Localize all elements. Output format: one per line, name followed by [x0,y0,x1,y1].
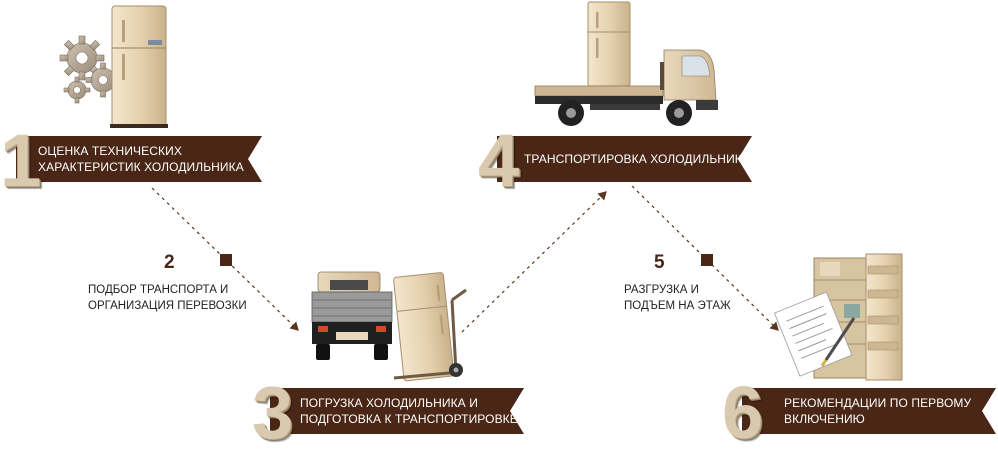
step-5-line-2: ПОДЪЕМ НА ЭТАЖ [624,300,731,312]
step-1-line-2: ХАРАКТЕРИСТИК ХОЛОДИЛЬНИКА [38,160,244,174]
truck-rear-and-hand-truck-fridge-icon [311,271,467,382]
ribbon-1 [16,136,262,182]
step-label-2: ПОДБОР ТРАНСПОРТА И ОРГАНИЗАЦИЯ ПЕРЕВОЗК… [88,282,247,314]
connector-3-4 [461,191,607,333]
step-6-line-1: РЕКОМЕНДАЦИИ ПО ПЕРВОМУ [784,396,972,410]
ribbon-3 [270,388,524,434]
step-number-3: 3 [252,371,294,454]
step-5-line-1: РАЗГРУЗКА И [624,284,699,296]
marker-square-5 [701,254,713,266]
fridge-with-gears-icon [59,5,168,128]
step-number-5: 5 [654,252,665,273]
step-1-line-1: ОЦЕНКА ТЕХНИЧЕСКИХ [38,144,182,158]
open-fridge-with-document-icon [773,253,903,381]
ribbon-6 [742,388,996,434]
step-4-line-1: ТРАНСПОРТИРОВКА ХОЛОДИЛЬНИКА [524,152,750,166]
step-3-line-1: ПОГРУЗКА ХОЛОДИЛЬНИКА И [300,396,478,410]
ribbon-4 [497,136,752,182]
step-3-line-2: ПОДГОТОВКА К ТРАНСПОРТИРОВКЕ [300,412,518,426]
step-number-1: 1 [0,119,42,202]
step-label-3: ПОГРУЗКА ХОЛОДИЛЬНИКА И ПОДГОТОВКА К ТРА… [300,395,518,427]
step-label-6: РЕКОМЕНДАЦИИ ПО ПЕРВОМУ ВКЛЮЧЕНИЮ [784,395,971,427]
flatbed-truck-with-fridge-icon [534,1,718,126]
step-label-4: ТРАНСПОРТИРОВКА ХОЛОДИЛЬНИКА [524,151,750,167]
step-2-line-2: ОРГАНИЗАЦИЯ ПЕРЕВОЗКИ [88,300,247,312]
step-label-5: РАЗГРУЗКА И ПОДЪЕМ НА ЭТАЖ [624,282,731,314]
step-2-line-1: ПОДБОР ТРАНСПОРТА И [88,284,229,296]
marker-square-2 [220,254,232,266]
step-number-6: 6 [722,371,764,454]
step-label-1: ОЦЕНКА ТЕХНИЧЕСКИХ ХАРАКТЕРИСТИК ХОЛОДИЛ… [38,143,244,175]
step-number-2: 2 [164,252,175,273]
step-6-line-2: ВКЛЮЧЕНИЮ [784,412,865,426]
connector-1-3 [151,187,299,331]
step-number-4: 4 [478,119,520,202]
connector-4-6 [631,185,779,331]
